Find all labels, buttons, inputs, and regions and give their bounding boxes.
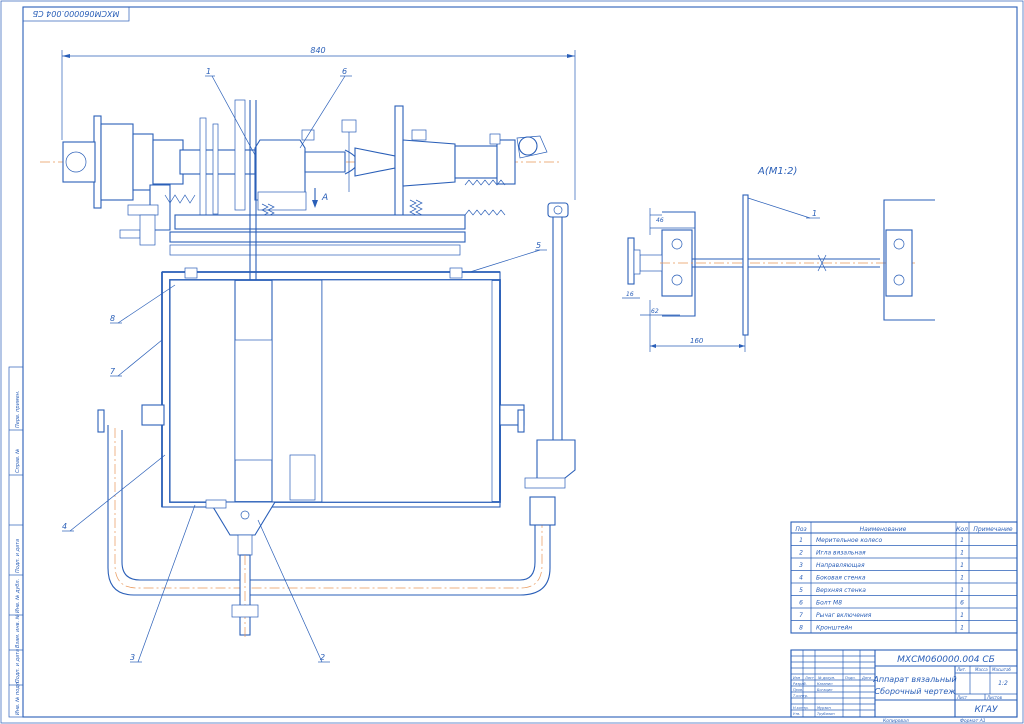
tb-lit-header: Лит. bbox=[956, 667, 966, 672]
tb-role: Утв. bbox=[793, 712, 800, 716]
leader-2-label: 2 bbox=[320, 653, 325, 662]
tb-head-doc: № докум. bbox=[817, 676, 835, 680]
view-a-leader-1: 1 bbox=[812, 209, 817, 218]
spec-row-qty: 6 bbox=[960, 600, 964, 607]
strip-label: Перв. примен. bbox=[15, 390, 21, 428]
spec-row-name: Игла вязальная bbox=[816, 550, 866, 557]
spec-row-qty: 1 bbox=[960, 625, 964, 632]
strip-label: Инв. № подл. bbox=[15, 681, 21, 716]
spec-row-pos: 7 bbox=[799, 612, 803, 619]
spec-row-pos: 4 bbox=[799, 575, 803, 582]
view-a-title: А(М1:2) bbox=[757, 166, 797, 177]
spec-row-pos: 1 bbox=[799, 537, 803, 544]
drawing-name-line1: Аппарат вязальный bbox=[872, 675, 956, 684]
view-a-dim-62: 62 bbox=[651, 308, 659, 315]
rotated-document-code: МХСМ060000.004 СБ bbox=[32, 9, 119, 18]
tb-person: Трубилин bbox=[817, 712, 835, 716]
spec-row-name: Верхняя стенка bbox=[816, 587, 866, 594]
spec-header-qty: Кол bbox=[956, 526, 968, 533]
view-a-arrow: А bbox=[312, 188, 328, 208]
overall-dimension-value: 840 bbox=[310, 46, 325, 55]
strip-label: Взам. инв. № bbox=[15, 614, 21, 648]
view-a-dim-16: 16 bbox=[626, 291, 634, 298]
overall-dimension: 840 bbox=[61, 46, 576, 200]
spec-row-pos: 3 bbox=[799, 562, 803, 569]
strip-label: Подп. и дата bbox=[15, 649, 21, 683]
tb-head-date: Дата bbox=[861, 676, 871, 680]
spec-row-name: Рычаг включения bbox=[816, 612, 872, 619]
spec-row-qty: 1 bbox=[960, 575, 964, 582]
strip-label: Справ. № bbox=[15, 449, 21, 473]
right-lever-arm bbox=[524, 202, 576, 489]
side-brackets bbox=[97, 404, 525, 433]
tb-mass-header: Масса bbox=[975, 667, 988, 672]
leader-5-label: 5 bbox=[536, 241, 541, 250]
main-shaft bbox=[179, 99, 548, 219]
leader-7-label: 7 bbox=[110, 367, 116, 376]
spec-row-name: Направляющая bbox=[816, 562, 865, 569]
tb-sheet: Лист bbox=[956, 695, 968, 700]
tb-role: Разраб. bbox=[793, 682, 807, 686]
main-assembly-view: 840 bbox=[40, 46, 576, 663]
spec-row-pos: 2 bbox=[799, 550, 803, 557]
horizontal-rails bbox=[169, 100, 466, 330]
tb-person: Мурзин bbox=[817, 706, 831, 710]
tube-frame bbox=[107, 425, 556, 596]
spec-row-name: Мерительное колесо bbox=[816, 537, 882, 544]
tb-role: Пров. bbox=[793, 688, 803, 692]
tb-scale-header: Масштаб bbox=[992, 667, 1012, 672]
left-mechanism bbox=[119, 184, 196, 246]
spec-row-name: Боковая стенка bbox=[816, 575, 866, 582]
leader-1-label: 1 bbox=[206, 67, 211, 76]
spec-row-pos: 8 bbox=[799, 625, 803, 632]
spec-header-name: Наименование bbox=[860, 526, 907, 533]
left-side-strip: Перв. примен. Справ. № Подп. и дата Инв.… bbox=[8, 366, 24, 718]
leader-8-label: 8 bbox=[110, 314, 115, 323]
tb-sheets: Листов bbox=[986, 695, 1003, 700]
box-frame bbox=[161, 267, 501, 508]
format-label: Формат А1 bbox=[960, 718, 986, 724]
view-a-dim-46: 46 bbox=[656, 217, 664, 224]
tb-head-izm: Изм bbox=[793, 676, 800, 680]
spec-row-name: Кронштейн bbox=[816, 625, 852, 632]
leader-lines: 1 6 5 8 7 4 3 2 bbox=[62, 67, 547, 663]
measuring-wheel-left bbox=[62, 115, 184, 209]
tb-role: Н.контр. bbox=[793, 706, 809, 710]
tb-head-sign: Подп. bbox=[845, 676, 856, 680]
spec-row-qty: 1 bbox=[960, 562, 964, 569]
drawing-code: МХСМ060000.004 СБ bbox=[897, 655, 995, 665]
tb-scale-value: 1:2 bbox=[998, 680, 1008, 687]
tb-head-list: Лист bbox=[804, 676, 815, 680]
spec-header-pos: Поз bbox=[795, 526, 806, 533]
tb-role: Т.контр. bbox=[793, 694, 808, 698]
drawing-frame bbox=[22, 6, 1018, 718]
tb-organization: КГАУ bbox=[974, 705, 998, 715]
leader-3-label: 3 bbox=[130, 653, 135, 662]
copied-label: Копировал bbox=[883, 718, 909, 724]
title-block: Изм Лист № докум. Подп. Дата Разраб. Каз… bbox=[790, 649, 1018, 718]
tb-person: Богацин bbox=[817, 688, 833, 692]
leader-6-label: 6 bbox=[342, 67, 347, 76]
spec-row-qty: 1 bbox=[960, 587, 964, 594]
spec-row-qty: 1 bbox=[960, 550, 964, 557]
view-a-dim-160: 160 bbox=[690, 337, 704, 345]
specification-table: 1 Мерительное колесо 1 2 Игла вязальная 1 3 Нап… bbox=[790, 521, 1018, 634]
view-a-detail: А(М1:2) 46 16 62 160 bbox=[622, 166, 935, 352]
strip-label: Подп. и дата bbox=[15, 539, 21, 573]
top-left-stamp: МХСМ060000.004 СБ bbox=[22, 6, 130, 22]
spec-header-note: Примечание bbox=[973, 526, 1012, 533]
spec-row-qty: 1 bbox=[960, 612, 964, 619]
strip-label: Инв. № дубл. bbox=[15, 579, 21, 613]
tb-person: Казанин bbox=[817, 682, 833, 686]
spec-row-pos: 6 bbox=[799, 600, 803, 607]
bottom-needle bbox=[205, 499, 276, 640]
spec-row-qty: 1 bbox=[960, 537, 964, 544]
spec-row-pos: 5 bbox=[799, 587, 803, 594]
drawing-name-line2: Сборочный чертеж bbox=[875, 687, 957, 696]
view-a-marker: А bbox=[321, 193, 328, 203]
leader-4-label: 4 bbox=[62, 522, 67, 531]
spec-row-name: Болт М8 bbox=[816, 600, 842, 607]
